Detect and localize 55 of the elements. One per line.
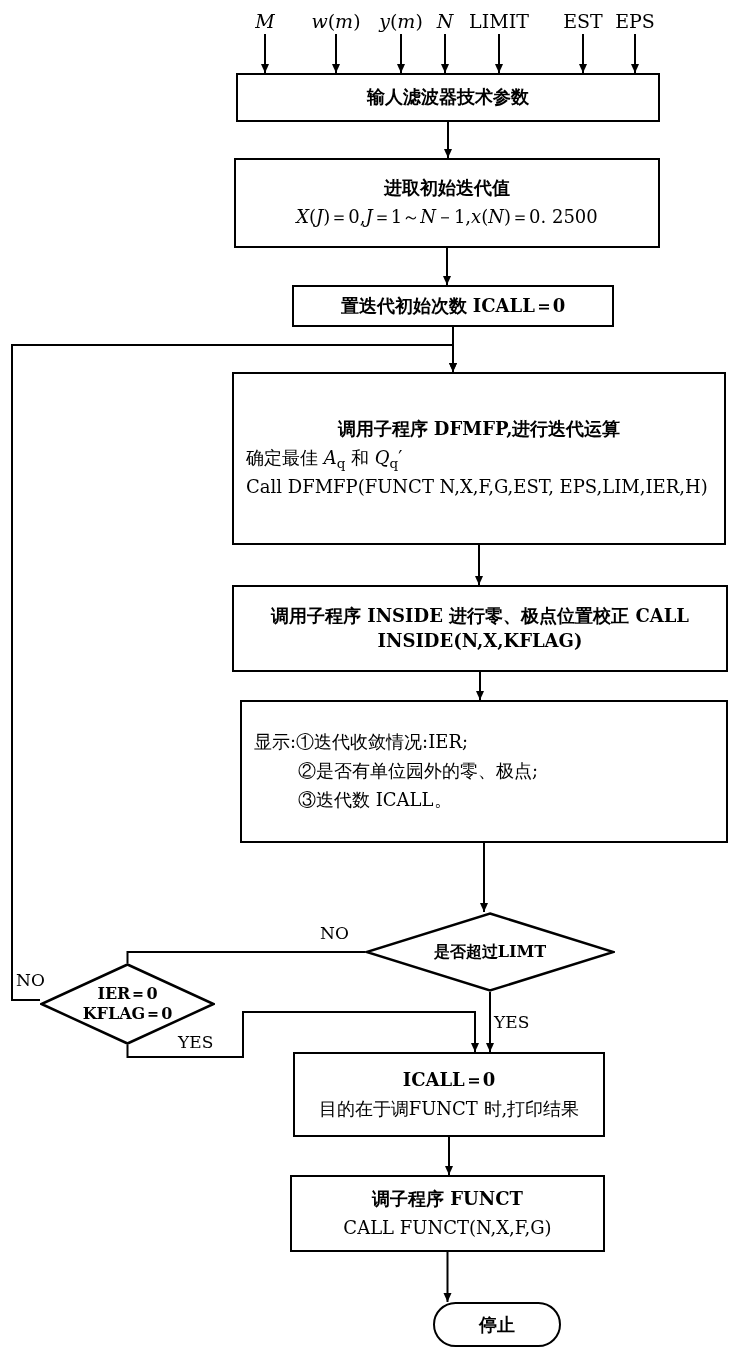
process-box xyxy=(236,73,660,122)
node-text: 确定最佳 A$_{q}$ 和 Q$_{q}$′ xyxy=(246,446,403,471)
arrow xyxy=(579,33,587,74)
node-text: CALL FUNCT(N,X,F,G) xyxy=(343,1215,552,1240)
node-text: IER＝0 xyxy=(97,984,158,1004)
edge-label: YES xyxy=(492,1014,532,1031)
node-text: 停止 xyxy=(479,1313,515,1337)
node-text: ③迭代数 ICALL。 xyxy=(297,787,452,812)
arrow xyxy=(441,33,449,74)
node-text: y(m) xyxy=(379,8,423,34)
node-text: N xyxy=(436,8,454,34)
node-text: LIMIT xyxy=(469,8,529,34)
process-box xyxy=(293,1052,605,1137)
node-text: Call DFMFP(FUNCT N,X,F,G,EST, EPS,LIM,IER,H) xyxy=(246,474,708,499)
arrow xyxy=(476,671,484,701)
arrow xyxy=(445,1136,453,1176)
arrow xyxy=(397,33,405,74)
arrow xyxy=(444,121,452,159)
node-text: ②是否有单位园外的零、极点; xyxy=(297,759,539,784)
node-text: ICALL＝0 xyxy=(402,1067,496,1092)
arrow xyxy=(11,344,457,1001)
arrow xyxy=(495,33,503,74)
process-box xyxy=(290,1175,605,1252)
process-box xyxy=(292,285,614,327)
arrow xyxy=(486,991,494,1053)
node-text: EPS xyxy=(615,8,655,34)
process-box xyxy=(240,700,728,843)
arrow xyxy=(443,1251,452,1303)
edge-label: YES xyxy=(176,1034,216,1051)
node-text: EST xyxy=(563,8,603,34)
node-text: X(J)＝0,J＝1～N－1,x(N)＝0. 2500 xyxy=(296,205,598,229)
process-box xyxy=(234,158,660,248)
node-text: 置迭代初始次数 ICALL＝0 xyxy=(340,293,566,318)
process-box xyxy=(232,372,726,545)
node-text: 调用子程序 INSIDE 进行零、极点位置校正 CALL INSIDE(N,X,KFLAG) xyxy=(269,603,690,653)
node-text: 输人滤波器技术参数 xyxy=(367,85,529,110)
arrow xyxy=(443,247,451,286)
edge-label: NO xyxy=(14,972,47,989)
arrow xyxy=(126,1011,479,1058)
node-text: 是否超过LIMT xyxy=(433,942,547,962)
node-text: 显示:①迭代收敛情况:IER; xyxy=(254,730,468,755)
arrow xyxy=(261,33,269,74)
arrow xyxy=(332,33,340,74)
node-text: 调用子程序 DFMFP,进行迭代运算 xyxy=(337,417,621,442)
edge-label: NO xyxy=(318,925,351,942)
node-text: 目的在于调FUNCT 时,打印结果 xyxy=(318,1096,580,1121)
arrow xyxy=(631,33,639,74)
node-text: KFLAG＝0 xyxy=(82,1004,173,1024)
node-text: w(m) xyxy=(311,8,361,34)
arrow xyxy=(475,544,483,586)
node-text: 调子程序 FUNCT xyxy=(372,1186,523,1211)
node-text: 进取初始迭代值 xyxy=(384,176,510,201)
node-text: M xyxy=(255,8,275,34)
arrow xyxy=(480,842,488,913)
process-box xyxy=(232,585,728,672)
